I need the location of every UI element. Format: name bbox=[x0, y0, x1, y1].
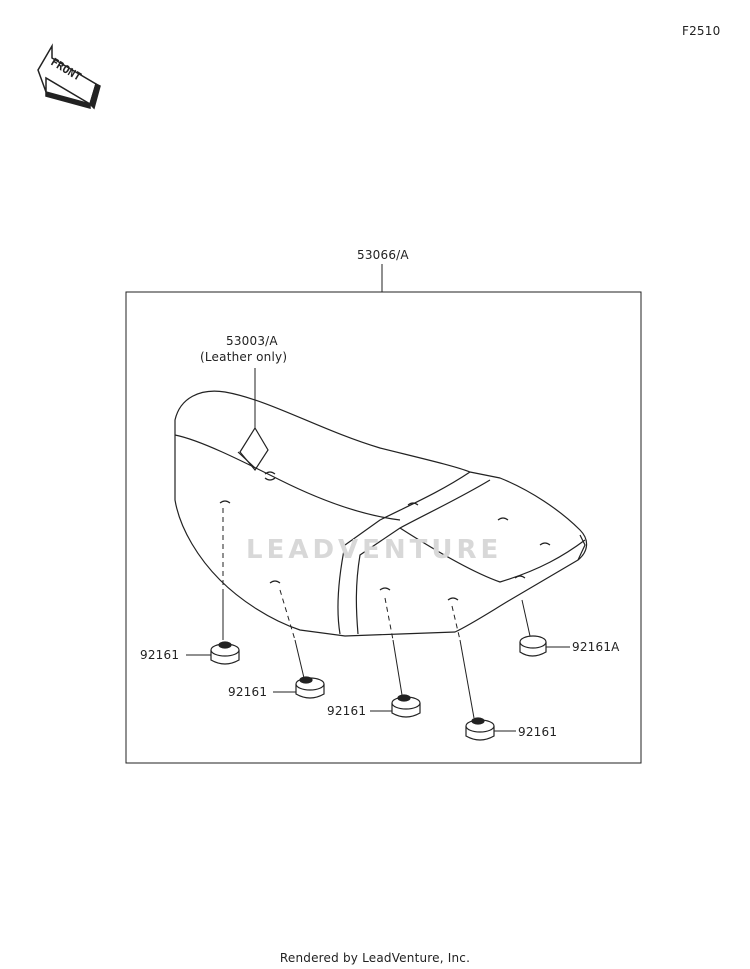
callout-part-number[interactable]: 92161 bbox=[327, 704, 367, 718]
callout-part-number[interactable]: 92161 bbox=[518, 725, 558, 739]
assembly-box bbox=[125, 291, 642, 764]
callout-part-number[interactable]: 92161 bbox=[140, 648, 180, 662]
grommet-icon bbox=[519, 635, 547, 657]
sub-part-note: (Leather only) bbox=[200, 350, 288, 364]
grommet-icon bbox=[295, 676, 325, 699]
front-arrow-icon: FRONT bbox=[37, 43, 101, 110]
grommet-icon bbox=[391, 694, 421, 718]
callout-part-number[interactable]: 92161 bbox=[228, 685, 268, 699]
watermark: LEADVENTURE bbox=[246, 535, 503, 565]
grommet-icon bbox=[465, 717, 495, 741]
assembly-part-number[interactable]: 53066/A bbox=[357, 248, 409, 262]
seat-illustration bbox=[174, 390, 588, 637]
callout-leaders bbox=[186, 646, 570, 732]
callout-part-number[interactable]: 92161A bbox=[572, 640, 620, 654]
guide-lines bbox=[222, 508, 461, 641]
grommets bbox=[210, 635, 547, 741]
figure-code: F2510 bbox=[682, 24, 721, 38]
sub-part-number[interactable]: 53003/A bbox=[226, 334, 278, 348]
solid-guides bbox=[222, 590, 531, 719]
footer-credit: Rendered by LeadVenture, Inc. bbox=[279, 951, 471, 965]
grommet-icon bbox=[210, 641, 240, 665]
